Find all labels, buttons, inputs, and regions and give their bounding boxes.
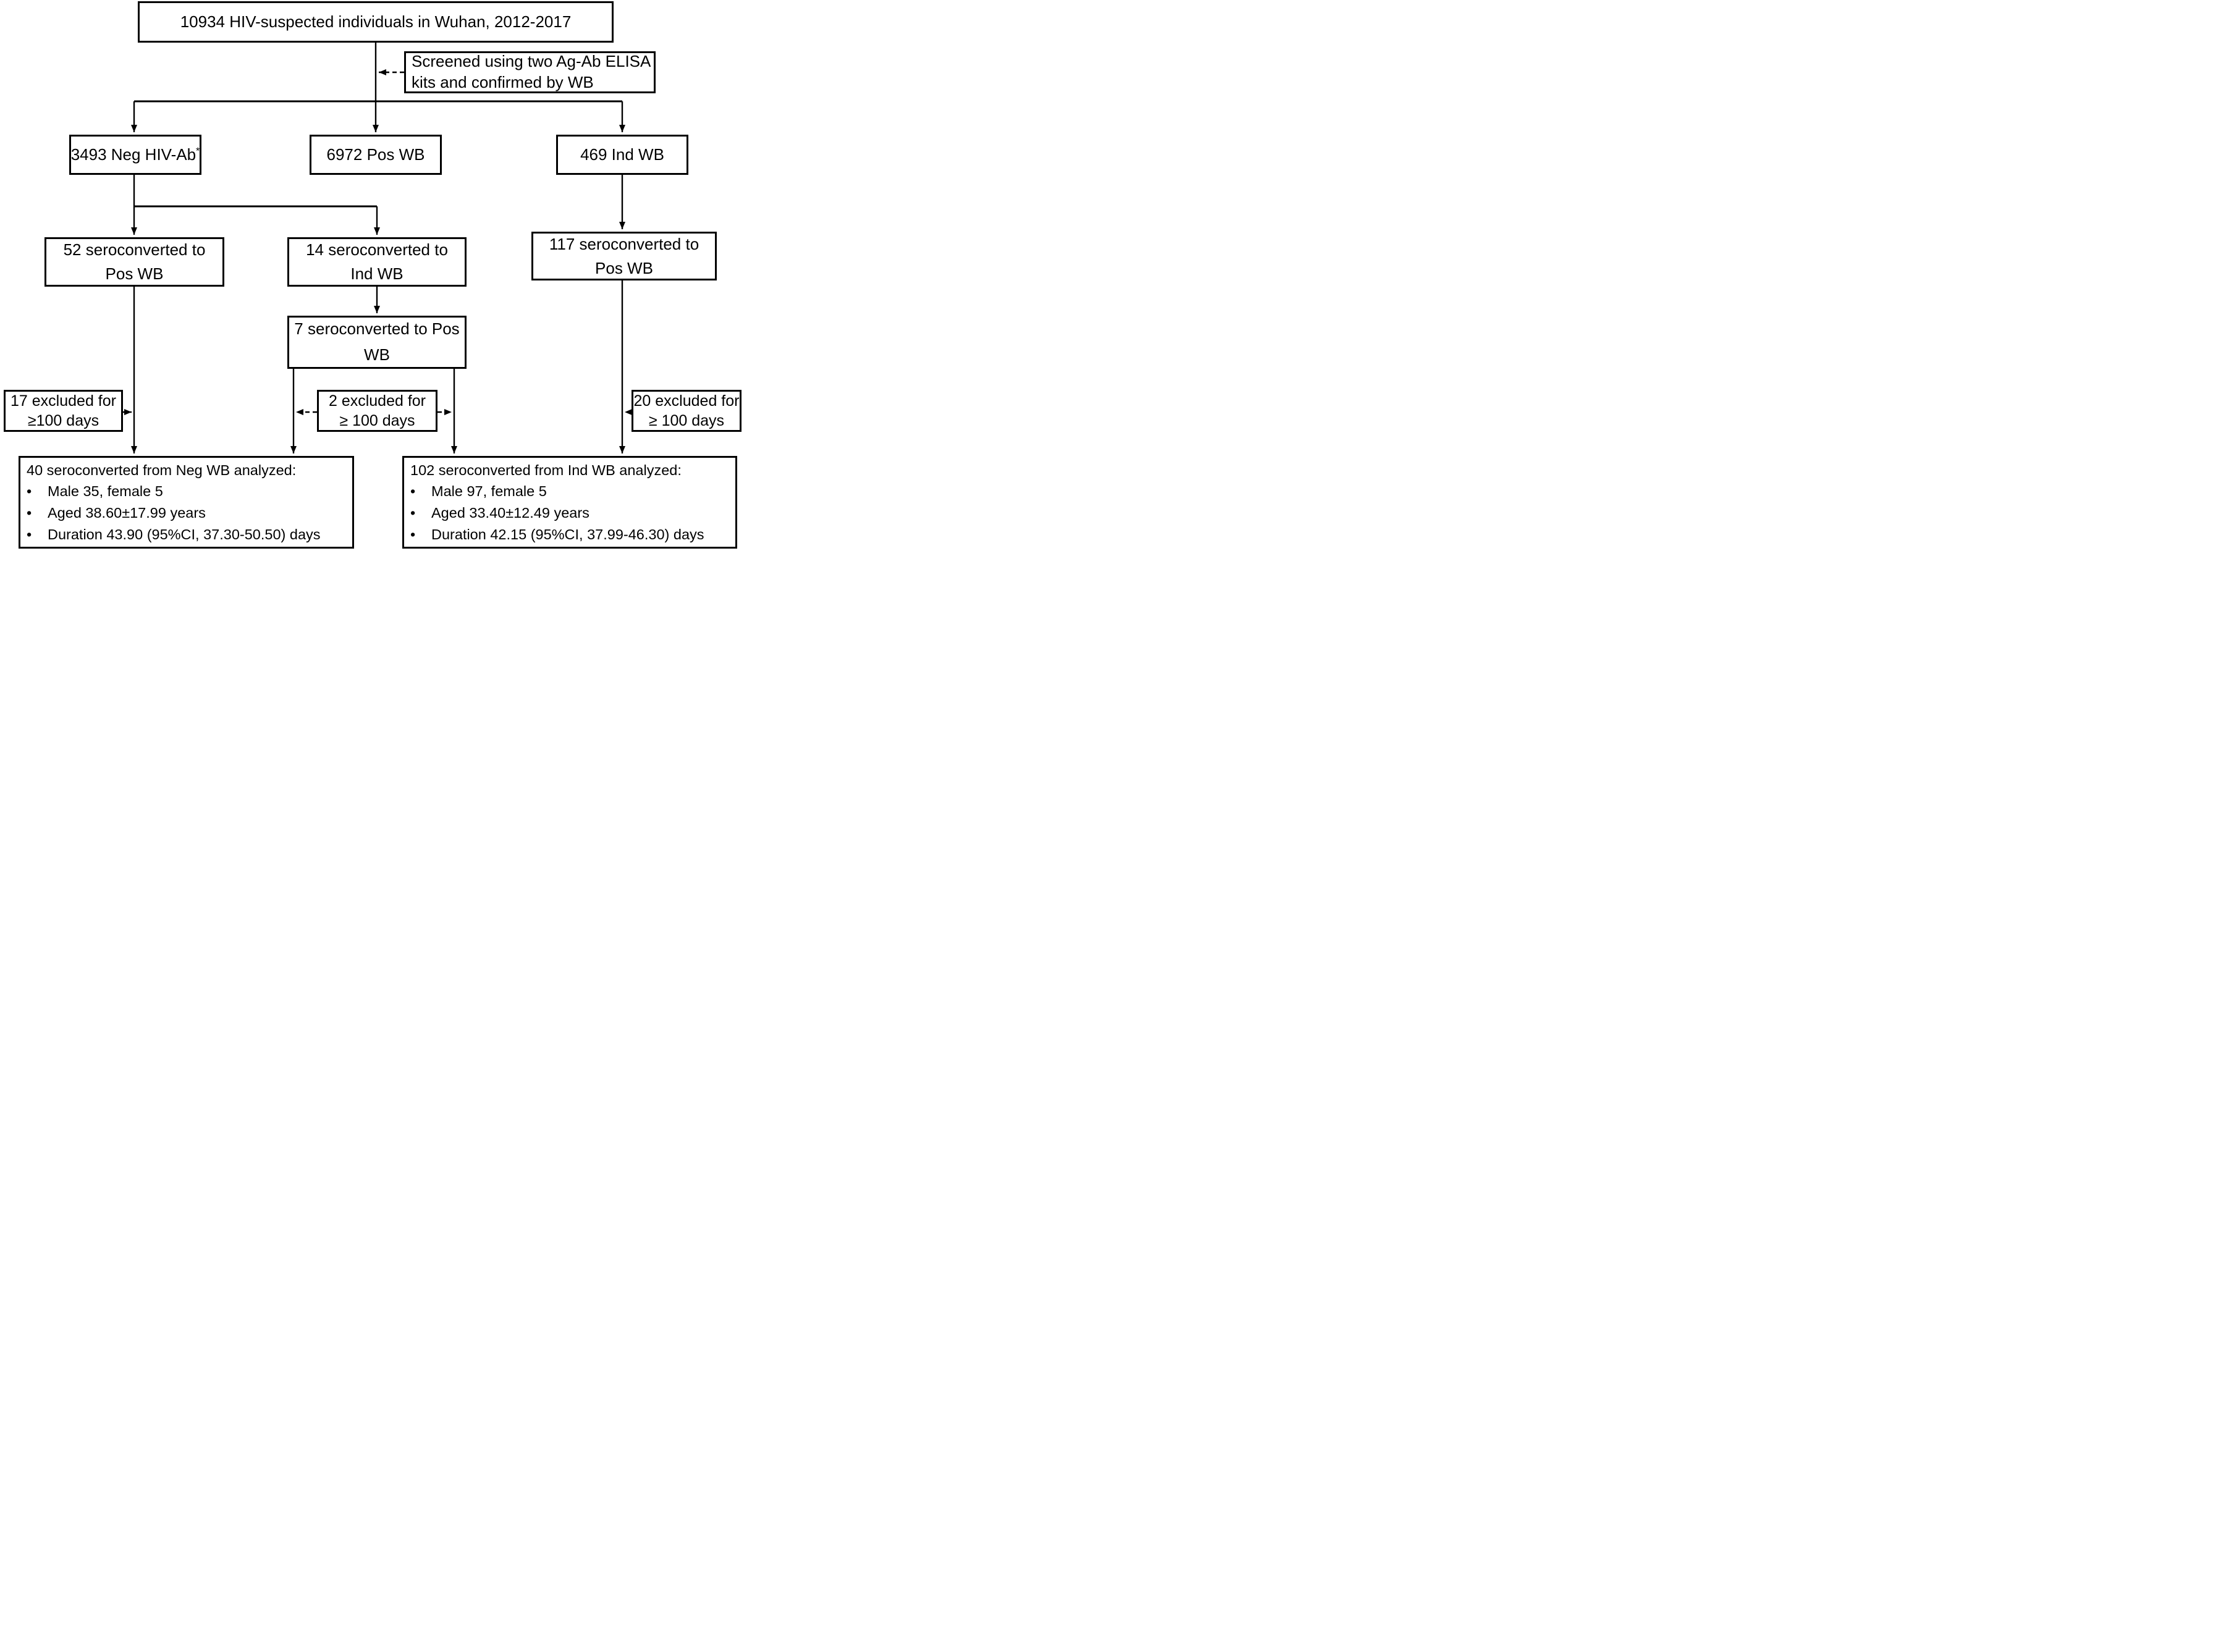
node-excluded-17: 17 excluded for ≥100 days	[4, 390, 123, 432]
analyzed-ind-title: 102 seroconverted from Ind WB analyzed:	[410, 461, 682, 478]
analyzed-ind-bullet-2: • Aged 33.40±12.49 years	[410, 502, 589, 524]
flowchart-figure: 10934 HIV-suspected individuals in Wuhan…	[0, 0, 745, 550]
pos-wb-text: 6972 Pos WB	[326, 145, 425, 164]
analyzed-neg-bullet-2: • Aged 38.60±17.99 years	[27, 502, 206, 524]
excluded-20-line2: ≥ 100 days	[648, 412, 725, 429]
bullet-icon: •	[410, 483, 416, 500]
node-pos-wb: 6972 Pos WB	[310, 135, 442, 175]
sero14-line1: 14 seroconverted to	[306, 240, 448, 259]
node-excluded-2: 2 excluded for ≥ 100 days	[317, 390, 437, 432]
analyzed-ind-bullet-3-text: Duration 42.15 (95%CI, 37.99-46.30) days	[431, 526, 704, 542]
screening-note-line2: kits and confirmed by WB	[412, 73, 594, 91]
excluded-20-line1: 20 excluded for	[633, 392, 740, 410]
sero117-line1: 117 seroconverted to	[549, 234, 699, 253]
bullet-icon: •	[410, 505, 416, 521]
node-analyzed-neg: 40 seroconverted from Neg WB analyzed: •…	[19, 456, 354, 549]
analyzed-neg-bullet-1: • Male 35, female 5	[27, 481, 163, 502]
screening-note-line1: Screened using two Ag-Ab ELISA	[412, 52, 651, 71]
node-analyzed-ind: 102 seroconverted from Ind WB analyzed: …	[402, 456, 737, 549]
sero52-line2: Pos WB	[105, 264, 164, 283]
neg-hiv-ab-footnote-mark: *	[196, 145, 200, 156]
analyzed-ind-bullet-2-text: Aged 33.40±12.49 years	[431, 505, 589, 521]
bullet-icon: •	[27, 526, 32, 542]
node-sero7: 7 seroconverted to Pos WB	[287, 316, 467, 369]
sero7-line1: 7 seroconverted to Pos	[294, 319, 460, 339]
sero117-line2: Pos WB	[595, 258, 653, 277]
excluded-2-line1: 2 excluded for	[328, 392, 426, 410]
excluded-17-line1: 17 excluded for	[11, 392, 116, 410]
analyzed-neg-bullet-3-text: Duration 43.90 (95%CI, 37.30-50.50) days	[48, 526, 321, 542]
node-sero14: 14 seroconverted to Ind WB	[287, 237, 467, 287]
sero14-line2: Ind WB	[350, 264, 403, 283]
node-excluded-20: 20 excluded for ≥ 100 days	[632, 390, 741, 432]
analyzed-ind-bullet-1-text: Male 97, female 5	[431, 483, 547, 500]
bullet-icon: •	[27, 483, 32, 500]
node-screening-note: Screened using two Ag-Ab ELISA kits and …	[404, 51, 656, 93]
sero7-line2: WB	[364, 345, 390, 364]
node-total-text: 10934 HIV-suspected individuals in Wuhan…	[180, 12, 572, 31]
neg-hiv-ab-text: 3493 Neg HIV-Ab*	[71, 145, 200, 166]
analyzed-ind-bullet-3: • Duration 42.15 (95%CI, 37.99-46.30) da…	[410, 524, 704, 546]
node-ind-wb: 469 Ind WB	[556, 135, 688, 175]
analyzed-neg-bullet-1-text: Male 35, female 5	[48, 483, 163, 500]
analyzed-ind-bullet-1: • Male 97, female 5	[410, 481, 547, 502]
excluded-2-line2: ≥ 100 days	[339, 412, 415, 429]
bullet-icon: •	[27, 505, 32, 521]
analyzed-neg-bullet-3: • Duration 43.90 (95%CI, 37.30-50.50) da…	[27, 524, 321, 546]
node-sero117: 117 seroconverted to Pos WB	[531, 232, 717, 280]
analyzed-neg-bullet-2-text: Aged 38.60±17.99 years	[48, 505, 206, 521]
connector-layer	[123, 43, 632, 453]
excluded-17-line2: ≥100 days	[27, 412, 99, 429]
node-total-individuals: 10934 HIV-suspected individuals in Wuhan…	[138, 1, 614, 43]
ind-wb-text: 469 Ind WB	[580, 145, 664, 164]
bullet-icon: •	[410, 526, 416, 542]
neg-hiv-ab-label: 3493 Neg HIV-Ab	[70, 145, 196, 164]
analyzed-neg-title: 40 seroconverted from Neg WB analyzed:	[27, 461, 297, 478]
node-neg-hiv-ab: 3493 Neg HIV-Ab*	[69, 135, 201, 175]
node-sero52: 52 seroconverted to Pos WB	[44, 237, 224, 287]
sero52-line1: 52 seroconverted to	[63, 240, 206, 259]
